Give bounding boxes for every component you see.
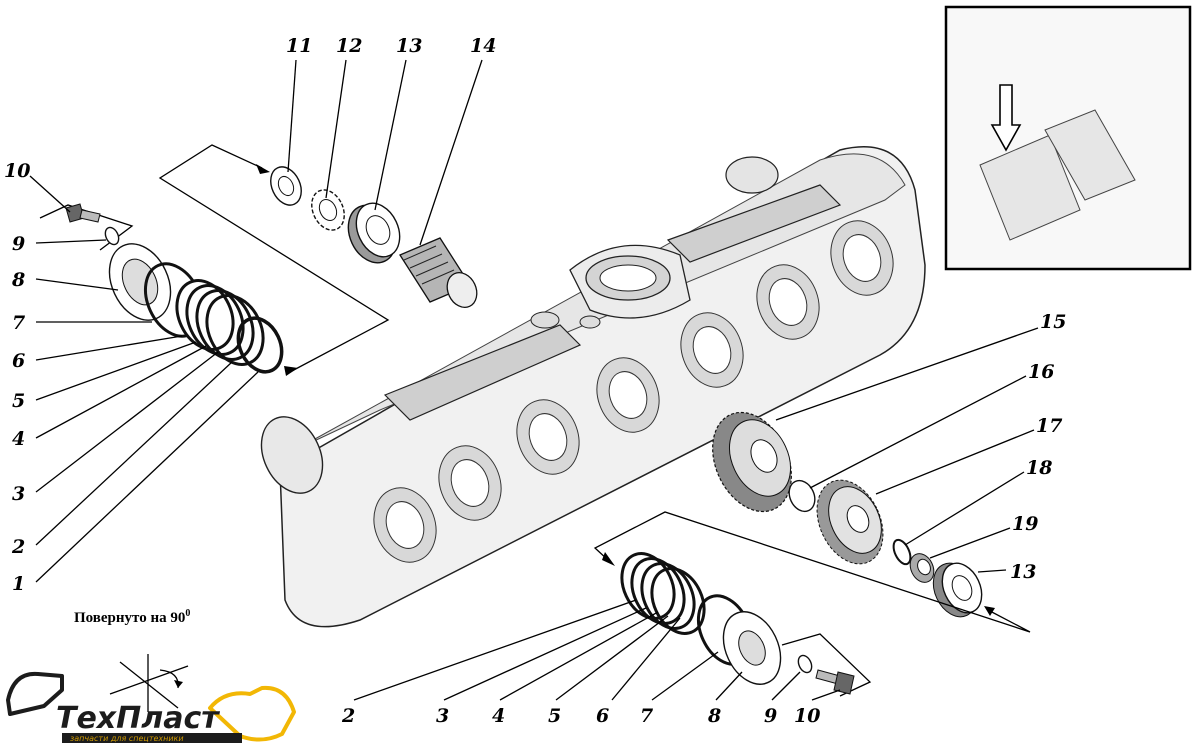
housing-ports bbox=[373, 220, 894, 563]
label-5: 5 bbox=[12, 390, 25, 412]
part-15-bevel-gear bbox=[712, 411, 792, 513]
label-15: 15 bbox=[1040, 311, 1066, 333]
label-3: 3 bbox=[12, 483, 25, 505]
labels-left: 10 9 8 7 6 5 4 3 2 1 bbox=[4, 160, 30, 595]
brand-tagline: запчасти для спецтехники bbox=[70, 734, 184, 743]
rotation-symbol-icon bbox=[109, 654, 189, 712]
label-7: 7 bbox=[12, 312, 25, 334]
label-3-bottom: 3 bbox=[436, 705, 449, 727]
part-13-bearing-top bbox=[347, 202, 401, 264]
labels-right: 15 16 17 18 19 13 bbox=[1010, 311, 1066, 583]
part-10-bolt-left bbox=[65, 203, 101, 223]
label-13-right: 13 bbox=[1010, 561, 1036, 583]
part-14-splined-shaft bbox=[399, 237, 478, 309]
label-4-bottom: 4 bbox=[492, 705, 505, 727]
label-8: 8 bbox=[11, 269, 25, 291]
part-10-bolt-bottom bbox=[815, 669, 855, 695]
label-18: 18 bbox=[1026, 457, 1052, 479]
part-19-bushing bbox=[909, 553, 935, 583]
part-9-washer-left bbox=[104, 226, 120, 246]
label-4: 4 bbox=[12, 428, 25, 450]
bracket-bottom-assembly bbox=[593, 511, 1031, 697]
label-2-bottom: 2 bbox=[341, 705, 355, 727]
label-1: 1 bbox=[12, 573, 25, 595]
labels-top: 11 12 13 14 bbox=[286, 35, 496, 57]
parts-2-6-shim-stack-left bbox=[175, 279, 284, 374]
label-5-bottom: 5 bbox=[548, 705, 561, 727]
label-6: 6 bbox=[12, 350, 25, 372]
excavator-logo-icon bbox=[6, 671, 296, 742]
label-10-bottom: 10 bbox=[794, 705, 820, 727]
label-9-bottom: 9 bbox=[764, 705, 777, 727]
part-9-washer-bottom bbox=[797, 654, 813, 674]
location-inset bbox=[944, 5, 1192, 271]
part-16-ring bbox=[788, 479, 816, 513]
label-12: 12 bbox=[336, 35, 362, 57]
label-13: 13 bbox=[396, 35, 422, 57]
label-2: 2 bbox=[11, 536, 25, 558]
rotation-caption: Повернуто на 900 bbox=[74, 608, 190, 626]
part-8-cover-left bbox=[108, 243, 172, 321]
part-12-lock-washer bbox=[311, 189, 345, 231]
label-9: 9 bbox=[12, 233, 25, 255]
label-17: 17 bbox=[1036, 415, 1062, 437]
label-11: 11 bbox=[286, 35, 312, 57]
label-14: 14 bbox=[470, 35, 496, 57]
location-arrow-icon bbox=[990, 84, 1022, 152]
part-17-spur-gear bbox=[816, 479, 884, 565]
leader-lines bbox=[29, 59, 1039, 701]
part-11-nut bbox=[270, 166, 302, 206]
parts-2-6-shim-stack-bottom bbox=[620, 552, 706, 635]
label-19: 19 bbox=[1012, 513, 1038, 535]
part-18-snap-ring bbox=[892, 538, 912, 566]
label-7-bottom: 7 bbox=[640, 705, 653, 727]
label-6-bottom: 6 bbox=[596, 705, 609, 727]
label-10: 10 bbox=[4, 160, 30, 182]
label-16: 16 bbox=[1028, 361, 1054, 383]
labels-bottom: 2 3 4 5 6 7 8 9 10 bbox=[341, 705, 820, 727]
brand-logo: ТехПласт запчасти для спецтехники bbox=[6, 671, 296, 743]
label-8-bottom: 8 bbox=[707, 705, 721, 727]
part-8-cover-bottom bbox=[722, 611, 782, 685]
part-13-bearing-right bbox=[932, 562, 983, 618]
brand-name: ТехПласт bbox=[56, 701, 220, 736]
